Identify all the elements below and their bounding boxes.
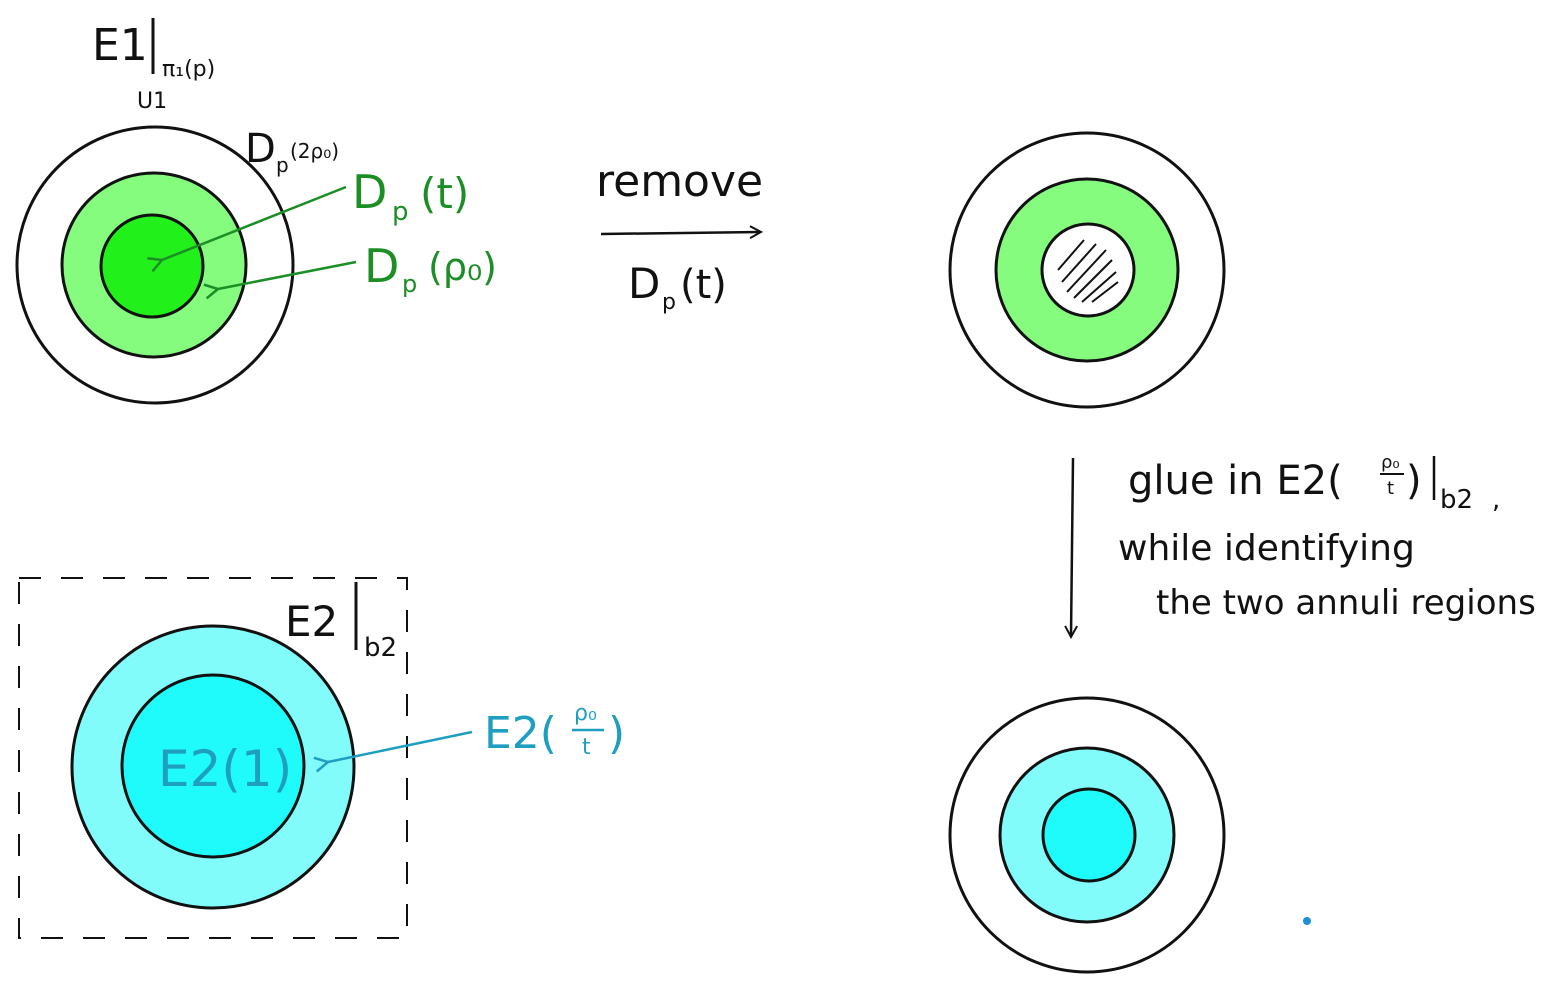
svg-text:π₁(p): π₁(p) xyxy=(162,57,215,82)
svg-text:remove: remove xyxy=(596,156,763,207)
svg-text:): ) xyxy=(608,708,625,759)
svg-text:E2: E2 xyxy=(285,597,338,646)
glue-arrow xyxy=(1071,457,1073,636)
svg-text:p: p xyxy=(276,153,289,177)
svg-text:D: D xyxy=(352,165,387,219)
svg-text:(ρ₀): (ρ₀) xyxy=(428,245,497,289)
arrow-to-inner-disk xyxy=(162,185,347,260)
svg-text:(t): (t) xyxy=(680,262,727,308)
glued-inner-disk xyxy=(1041,787,1137,883)
svg-text:p: p xyxy=(392,197,409,227)
svg-text:ρ₀: ρ₀ xyxy=(1381,452,1400,473)
e2-disk-group xyxy=(70,624,356,910)
dp-2rho-label: D p (2ρ₀) xyxy=(245,126,339,177)
remove-arrow xyxy=(600,232,760,234)
e2-one-label: E2(1) xyxy=(158,740,292,798)
remove-dp-t-label: D p (t) xyxy=(628,259,727,315)
dp-t-label: D p (t) xyxy=(352,165,469,227)
svg-text:b2: b2 xyxy=(364,633,397,663)
svg-text:while identifying: while identifying xyxy=(1118,528,1415,569)
svg-text:p: p xyxy=(402,270,417,298)
svg-text:U1: U1 xyxy=(137,89,167,114)
hatching xyxy=(1057,239,1119,303)
svg-text:p: p xyxy=(662,290,676,315)
e2-restriction-label: E2 b2 xyxy=(285,582,397,663)
svg-text:t: t xyxy=(1387,478,1394,499)
svg-text:D: D xyxy=(364,239,399,293)
svg-text:): ) xyxy=(1406,458,1422,504)
svg-text:(2ρ₀): (2ρ₀) xyxy=(290,139,339,163)
stray-dot xyxy=(1303,917,1311,925)
svg-text:(t): (t) xyxy=(420,169,469,218)
svg-text:t: t xyxy=(582,735,591,760)
svg-text:b2: b2 xyxy=(1440,485,1473,515)
svg-text:glue in E2(: glue in E2( xyxy=(1128,458,1343,504)
e1-restriction-label: E1 π₁(p) U1 xyxy=(92,18,215,114)
punctured-disk-group xyxy=(948,131,1226,409)
svg-text:E2(: E2( xyxy=(484,708,557,759)
e2-rho-t-label: E2( ρ₀ t ) xyxy=(484,701,625,760)
glued-disk-group xyxy=(948,696,1226,974)
svg-text:,: , xyxy=(1492,485,1500,515)
svg-text:the two annuli regions: the two annuli regions xyxy=(1156,583,1536,623)
e2-inner-disk xyxy=(120,673,306,859)
inner-disk-t xyxy=(99,213,205,319)
remove-label: remove xyxy=(596,156,763,207)
glue-text: glue in E2( ρ₀ t ) b2 , while identifyin… xyxy=(1118,452,1536,623)
arrow-to-e2-annulus xyxy=(328,730,473,762)
arrow-to-annulus xyxy=(218,260,357,289)
svg-text:D: D xyxy=(245,126,276,172)
e2-dashed-box xyxy=(18,577,408,939)
svg-text:E1: E1 xyxy=(92,20,148,71)
svg-text:D: D xyxy=(628,259,660,308)
svg-text:ρ₀: ρ₀ xyxy=(574,701,597,726)
dp-rho-label: D p (ρ₀) xyxy=(364,239,497,298)
